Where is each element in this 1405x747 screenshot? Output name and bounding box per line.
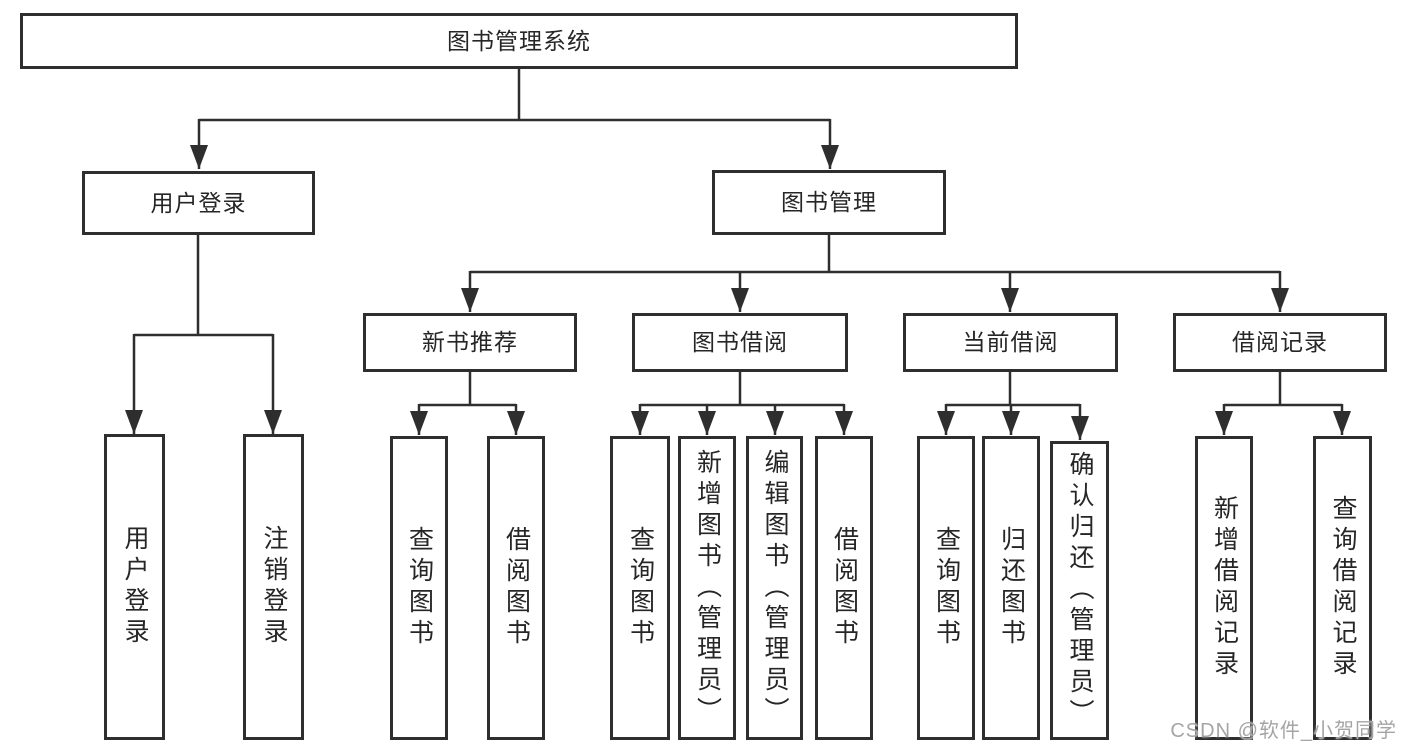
- node-label: 借阅图书: [830, 526, 859, 650]
- node-label: 用户登录: [121, 525, 149, 649]
- node-book-borrow: 图书借阅: [632, 313, 848, 372]
- leaf-query-books-borrow: 查询图书: [610, 436, 670, 740]
- node-label: 归还图书: [997, 526, 1026, 650]
- node-current-borrow: 当前借阅: [903, 313, 1118, 372]
- leaf-return-books: 归还图书: [982, 436, 1040, 740]
- node-new-book-recommend: 新书推荐: [363, 313, 577, 372]
- node-label: 借阅图书: [502, 526, 531, 650]
- node-label: 新增借阅记录: [1210, 495, 1239, 681]
- node-label: 当前借阅: [962, 329, 1059, 355]
- node-label: 新增图书（管理员）: [693, 448, 722, 728]
- node-label: 图书管理: [781, 189, 877, 215]
- node-label: 查询图书: [626, 526, 655, 650]
- leaf-confirm-return-admin: 确认归还（管理员）: [1050, 441, 1109, 740]
- node-label: 新书推荐: [422, 329, 518, 355]
- node-label: 注销登录: [260, 525, 288, 649]
- leaf-add-borrow-record: 新增借阅记录: [1195, 436, 1253, 740]
- node-label: 查询图书: [932, 526, 961, 650]
- node-label: 用户登录: [150, 189, 247, 216]
- node-label: 查询借阅记录: [1329, 495, 1357, 681]
- leaf-logout: 注销登录: [243, 434, 304, 740]
- leaf-edit-book-admin: 编辑图书（管理员）: [746, 436, 803, 740]
- node-user-login: 用户登录: [82, 171, 315, 235]
- node-label: 借阅记录: [1232, 329, 1328, 355]
- node-library-system: 图书管理系统: [20, 13, 1018, 69]
- node-borrow-records: 借阅记录: [1173, 313, 1387, 372]
- leaf-query-books-current: 查询图书: [917, 436, 975, 740]
- leaf-user-login: 用户登录: [104, 434, 165, 740]
- node-label: 图书借阅: [692, 329, 788, 355]
- leaf-query-books-recommend: 查询图书: [390, 436, 448, 740]
- node-label: 编辑图书（管理员）: [761, 448, 789, 728]
- node-label: 查询图书: [405, 526, 434, 650]
- node-book-management: 图书管理: [712, 170, 946, 235]
- leaf-borrow-books-recommend: 借阅图书: [487, 436, 545, 740]
- leaf-query-borrow-record: 查询借阅记录: [1313, 436, 1372, 740]
- csdn-watermark: CSDN @软件_小贺同学: [1170, 720, 1397, 742]
- node-label: 确认归还（管理员）: [1066, 451, 1094, 730]
- leaf-add-book-admin: 新增图书（管理员）: [678, 436, 736, 740]
- node-label: 图书管理系统: [447, 27, 591, 54]
- leaf-borrow-books: 借阅图书: [815, 436, 873, 740]
